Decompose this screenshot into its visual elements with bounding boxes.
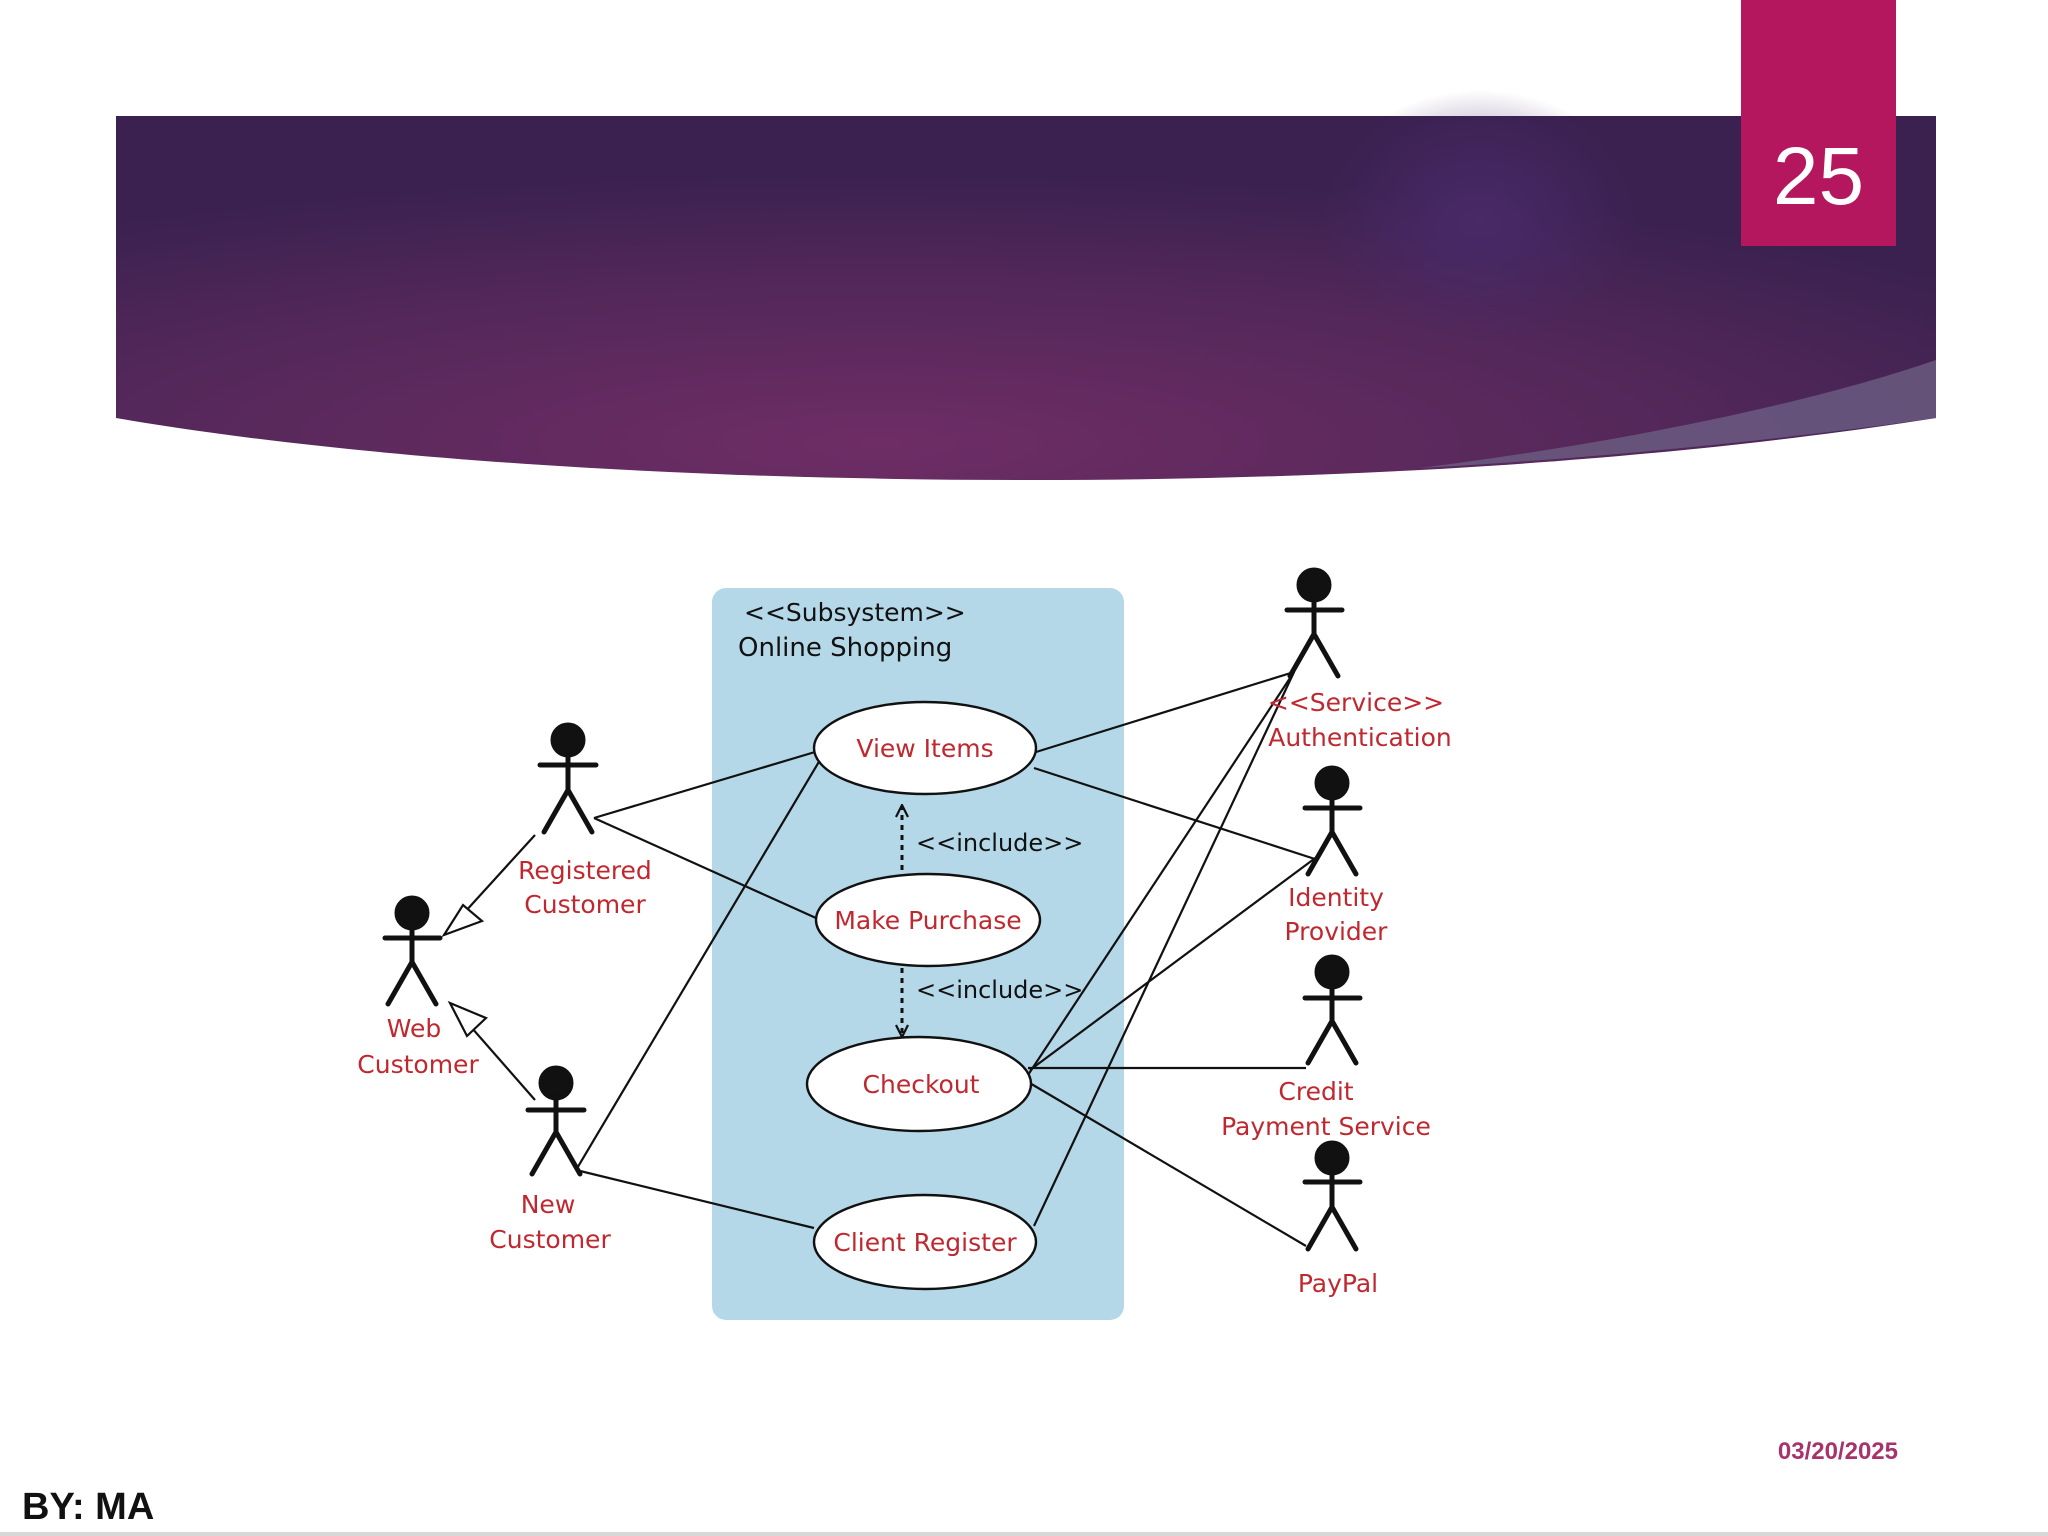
assoc-registered-make-purchase — [593, 816, 817, 920]
actor-label: PayPal — [1298, 1269, 1378, 1298]
actor-label: Payment Service — [1221, 1112, 1431, 1141]
actor-paypal-icon — [1302, 1140, 1363, 1252]
generalization-arrowhead-new — [447, 1000, 488, 1038]
footer-strip — [0, 1532, 2048, 1536]
assoc-view-items-auth — [1035, 670, 1295, 754]
actor-identity-provider-icon — [1302, 765, 1363, 877]
assoc-client-register-auth — [1033, 671, 1295, 1227]
subsystem-name: Online Shopping — [738, 633, 952, 663]
assoc-checkout-auth — [1025, 671, 1295, 1079]
actor-new-customer-icon — [525, 1065, 587, 1177]
use-case-label: View Items — [856, 734, 993, 763]
actor-label: Customer — [489, 1225, 611, 1254]
subsystem-stereotype: <<Subsystem>> — [744, 598, 966, 627]
page-number-box: 25 — [1741, 0, 1896, 246]
actor-label: Provider — [1285, 917, 1389, 946]
page-number: 25 — [1772, 131, 1865, 222]
slide-author: BY: MA — [22, 1486, 155, 1528]
assoc-checkout-paypal — [1027, 1081, 1307, 1247]
actor-label: New — [521, 1190, 576, 1219]
association-lines — [575, 670, 1319, 1247]
assoc-checkout-identity — [1029, 855, 1319, 1071]
assoc-view-items-identity — [1033, 766, 1319, 862]
actor-authentication-icon — [1284, 567, 1345, 679]
actor-label: Customer — [524, 890, 646, 919]
use-case-client-register: Client Register — [812, 1193, 1038, 1291]
actor-credit-payment-icon — [1302, 954, 1363, 1066]
use-case-label: Make Purchase — [834, 906, 1021, 935]
actor-label: <<Service>> — [1268, 688, 1444, 717]
actor-label: Credit — [1278, 1077, 1353, 1106]
use-case-view-items: View Items — [812, 700, 1038, 796]
use-case-make-purchase: Make Purchase — [814, 872, 1042, 968]
generalization-arrowhead-registered — [441, 903, 485, 938]
use-case-checkout: Checkout — [805, 1035, 1033, 1133]
slide-date: 03/20/2025 — [1777, 1438, 1898, 1465]
actor-web-customer-icon — [382, 895, 443, 1007]
actor-label: Authentication — [1268, 723, 1452, 752]
assoc-new-client-register — [575, 1168, 815, 1230]
include-label: <<include>> — [916, 976, 1083, 1004]
assoc-new-view-items — [575, 759, 821, 1171]
use-case-label: Checkout — [863, 1070, 980, 1099]
actor-label: Customer — [357, 1050, 479, 1079]
actor-label: Web — [387, 1014, 442, 1043]
actor-label: Identity — [1288, 883, 1384, 912]
actor-label: Registered — [518, 856, 652, 885]
actor-registered-customer-icon — [537, 722, 599, 835]
assoc-registered-view-items — [593, 750, 816, 820]
use-case-label: Client Register — [833, 1228, 1017, 1257]
include-label: <<include>> — [916, 829, 1083, 857]
